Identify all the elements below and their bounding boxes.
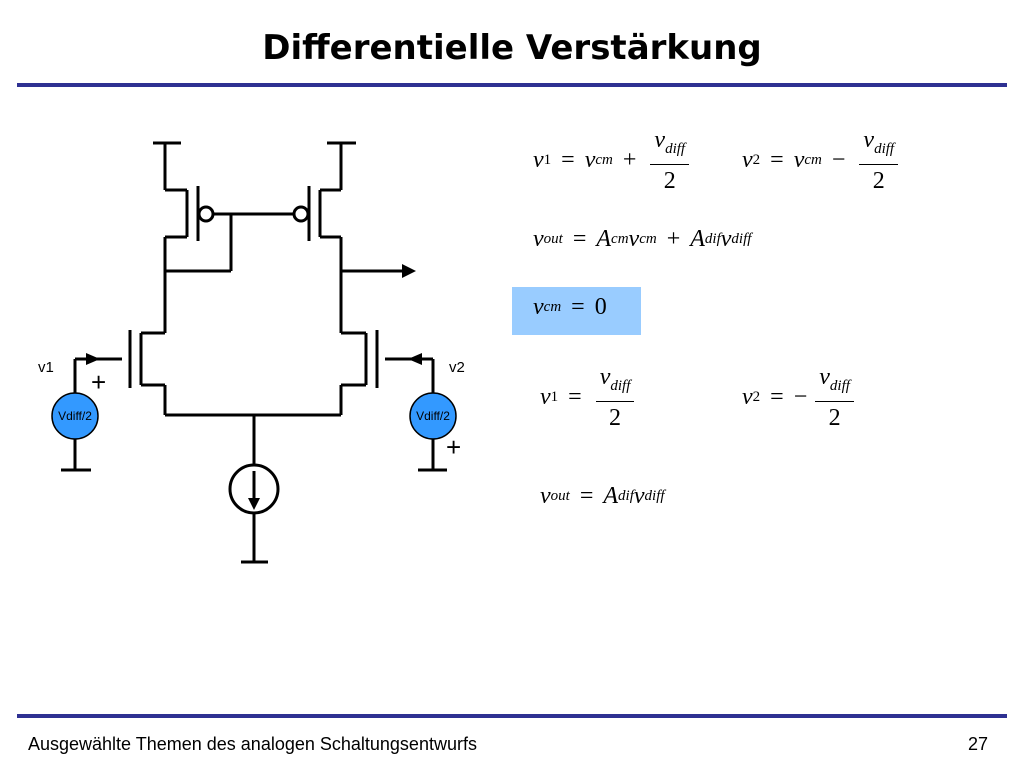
voltage-source-left	[51, 392, 99, 440]
highlight-box	[512, 287, 641, 335]
polarity-plus-left: +	[91, 367, 107, 397]
page-number: 27	[967, 734, 988, 754]
current-arrow	[248, 498, 260, 510]
polarity-plus-right: +	[446, 432, 462, 462]
source-label-left: Vdiff/2	[58, 409, 92, 423]
voltage-source-right	[409, 392, 457, 440]
input-label-v2: v2	[449, 359, 465, 376]
pmos-gate-bubble-left	[197, 205, 215, 223]
input-arrow-right	[408, 353, 422, 365]
output-arrow	[402, 264, 416, 278]
header-divider	[17, 83, 1007, 87]
footer-course-title: Ausgewählte Themen des analogen Schaltun…	[28, 734, 477, 754]
source-label-right: Vdiff/2	[416, 409, 450, 423]
pmos-gate-bubble-right	[292, 205, 310, 223]
page-title: Differentielle Verstärkung	[262, 28, 762, 68]
input-arrow-left	[86, 353, 100, 365]
footer-divider	[17, 714, 1007, 718]
input-label-v1: v1	[38, 359, 54, 376]
